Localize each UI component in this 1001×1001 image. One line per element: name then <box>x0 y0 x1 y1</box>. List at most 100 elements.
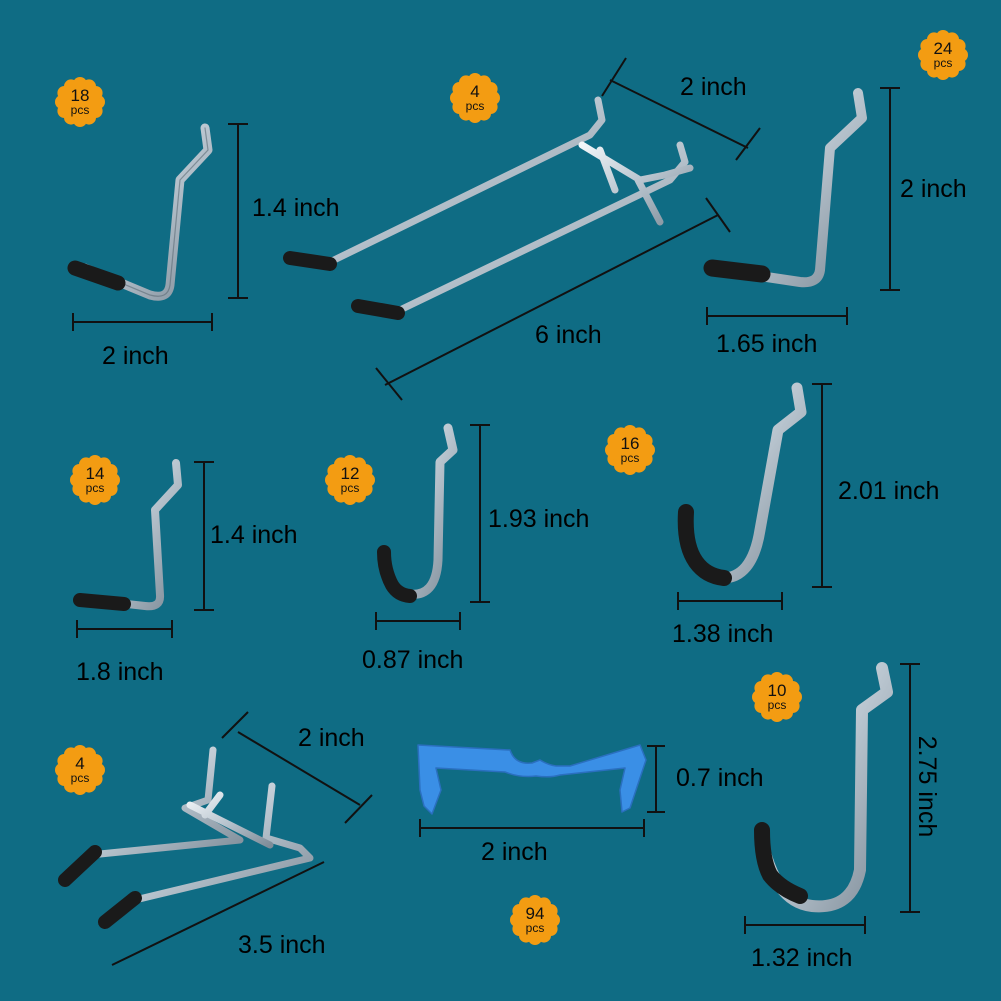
double-prong-hook-dimension-lines <box>111 711 373 966</box>
double-hook-cap-2 <box>351 299 405 320</box>
badge-count: 10 <box>767 681 787 700</box>
j-hook-large-dimension-lines <box>744 663 920 934</box>
dim-label-width: 2 inch <box>481 838 548 866</box>
badge-core <box>516 901 554 939</box>
j-hook-large-illustration <box>754 662 893 913</box>
locking-clip-dimension-lines <box>419 745 665 837</box>
badge-flower-shape <box>918 30 968 80</box>
dim-label-height: 1.93 inch <box>488 505 590 533</box>
dim-label-width: 1.32 inch <box>751 944 853 972</box>
badge-core <box>331 461 369 499</box>
badge-count: 12 <box>340 464 360 483</box>
badge-unit: pcs <box>620 451 640 465</box>
badge-j-hook-small: 12 pcs <box>325 455 375 505</box>
l-hook-large-dimension-lines <box>706 87 900 325</box>
l-hook-short-illustration <box>73 459 182 611</box>
double-hook-cap-1 <box>283 251 337 271</box>
badge-flower-shape <box>70 455 120 505</box>
badge-core <box>61 751 99 789</box>
dim-label-height: 0.7 inch <box>676 764 764 792</box>
badge-count: 94 <box>525 904 545 923</box>
badge-j-hook-large: 10 pcs <box>752 672 802 722</box>
locking-clip-illustration <box>417 744 647 815</box>
badge-core <box>758 678 796 716</box>
badge-count: 18 <box>70 86 90 105</box>
l-hook-small-dimension-lines <box>72 123 248 331</box>
badge-unit: pcs <box>465 99 485 113</box>
dim-label-width: 0.87 inch <box>362 646 464 674</box>
dim-label-spacing: 2 inch <box>298 724 365 752</box>
l-hook-small-wire-edge <box>84 127 209 297</box>
dim-label-height: 2.75 inch <box>913 735 942 838</box>
badge-l-hook-short: 14 pcs <box>70 455 120 505</box>
badge-j-hook-medium: 16 pcs <box>605 425 655 475</box>
l-hook-large-wire <box>715 88 867 288</box>
dim-label-length: 3.5 inch <box>238 931 326 959</box>
badge-unit: pcs <box>933 56 953 70</box>
badge-flower-shape <box>752 672 802 722</box>
dim-label-height: 2 inch <box>900 175 967 203</box>
dim-label-hook-spacing: 2 inch <box>680 73 747 101</box>
dim-label-height: 1.4 inch <box>252 194 340 222</box>
badge-core <box>76 461 114 499</box>
double-prong-hook-illustration <box>58 746 314 929</box>
dim-label-width: 1.65 inch <box>716 330 818 358</box>
badge-count: 4 <box>75 754 85 773</box>
badge-l-hook-large: 24 pcs <box>918 30 968 80</box>
j-hook-medium-illustration <box>677 382 807 586</box>
dim-label-height: 2.01 inch <box>838 477 940 505</box>
j-hook-medium-wire <box>679 382 807 584</box>
badge-count: 14 <box>85 464 105 483</box>
badge-count: 4 <box>470 82 480 101</box>
badge-unit: pcs <box>85 481 105 495</box>
l-hook-small-illustration <box>67 123 213 301</box>
l-hook-short-wire <box>86 459 182 611</box>
l-hook-short-cap <box>73 593 131 611</box>
l-hook-large-cap <box>703 259 771 283</box>
badge-double-hook: 4 pcs <box>450 73 500 123</box>
double-hook-dimension-lines <box>375 57 761 401</box>
double-hook-illustration <box>283 96 694 320</box>
l-hook-small-cap <box>67 260 126 291</box>
badge-core <box>924 36 962 74</box>
badge-unit: pcs <box>767 698 787 712</box>
j-hook-small-illustration <box>377 423 458 603</box>
badge-core <box>611 431 649 469</box>
badge-count: 16 <box>620 434 640 453</box>
badge-flower-shape <box>450 73 500 123</box>
badge-l-hook-small: 18 pcs <box>55 77 105 127</box>
double-prong-hook-cap-1 <box>58 845 102 887</box>
badge-core <box>456 79 494 117</box>
double-prong-hook-bar <box>186 791 274 849</box>
badge-flower-shape <box>325 455 375 505</box>
badge-locking-clip: 94 pcs <box>510 895 560 945</box>
double-prong-hook-cap-2 <box>98 891 142 929</box>
j-hook-small-cap <box>377 545 417 603</box>
badge-flower-shape <box>55 77 105 127</box>
dim-label-length: 6 inch <box>535 321 602 349</box>
badge-unit: pcs <box>525 921 545 935</box>
j-hook-small-wire <box>379 423 458 599</box>
badge-unit: pcs <box>340 481 360 495</box>
j-hook-small-dimension-lines <box>375 424 490 630</box>
double-hook-crossbar <box>578 141 694 226</box>
dim-label-width: 2 inch <box>102 342 169 370</box>
l-hook-large-illustration <box>703 88 867 288</box>
dim-label-height: 1.4 inch <box>210 521 298 549</box>
locking-clip-shape <box>417 744 647 815</box>
badge-core <box>61 83 99 121</box>
badge-flower-shape <box>605 425 655 475</box>
badge-unit: pcs <box>70 103 90 117</box>
badge-double-prong-hook: 4 pcs <box>55 745 105 795</box>
j-hook-medium-dimension-lines <box>677 383 832 610</box>
badge-flower-shape <box>55 745 105 795</box>
badge-unit: pcs <box>70 771 90 785</box>
badge-count: 24 <box>933 39 953 58</box>
j-hook-medium-cap <box>677 504 732 586</box>
double-prong-hook-wire-2 <box>131 782 314 904</box>
j-hook-large-cap <box>754 822 808 904</box>
dim-label-width: 1.8 inch <box>76 658 164 686</box>
l-hook-short-dimension-lines <box>76 461 214 638</box>
